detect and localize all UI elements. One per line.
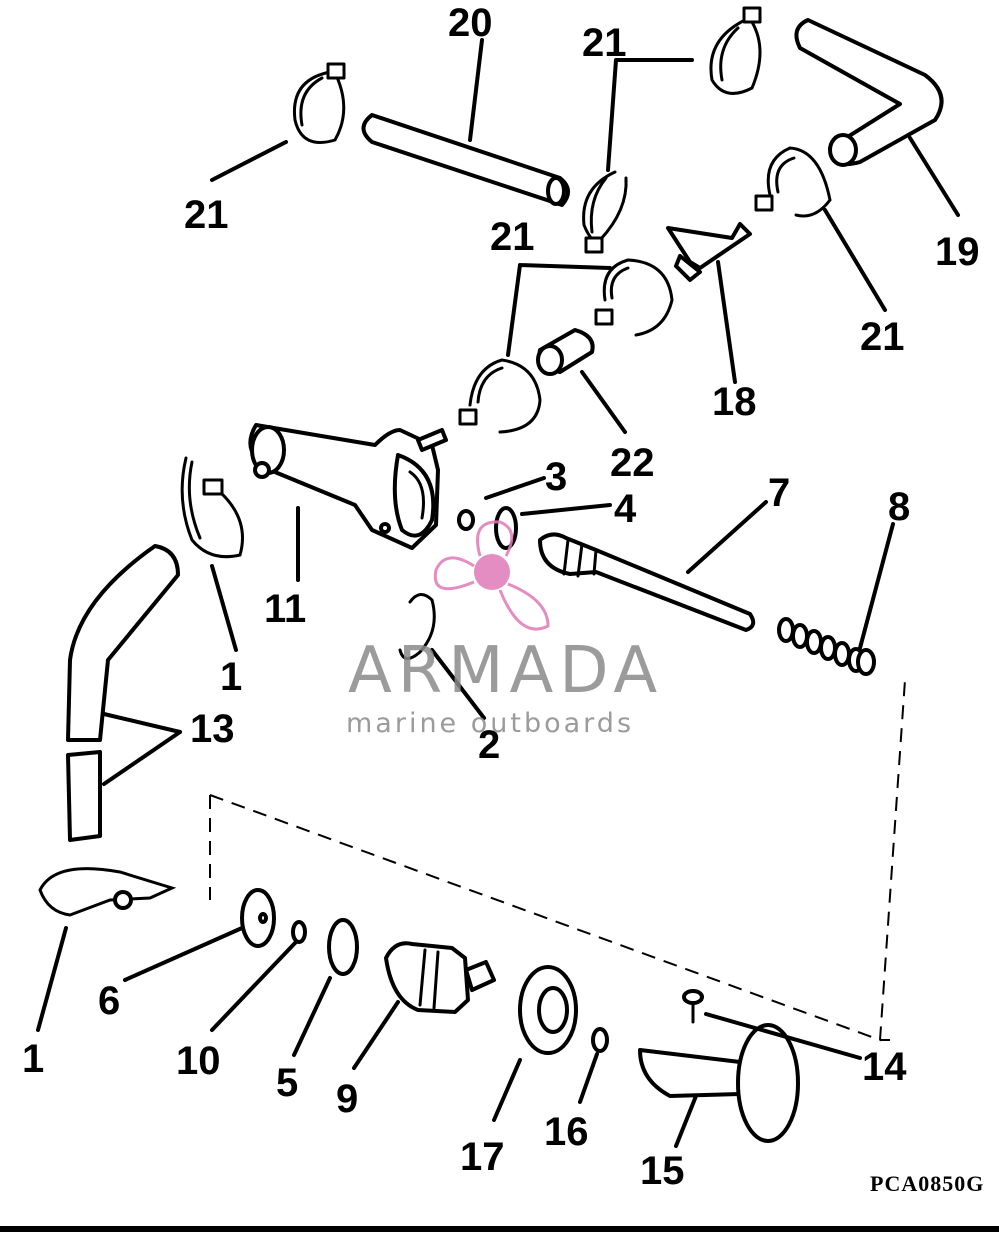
callout-10: 10 <box>176 1039 221 1083</box>
part-8-spring <box>777 617 876 676</box>
part-1-strap-lower <box>38 867 177 917</box>
callout-1: 1 <box>220 655 242 699</box>
part-2-snap-ring <box>398 593 436 660</box>
callout-5: 5 <box>276 1061 298 1105</box>
watermark-tagline: marine outboards <box>346 708 634 739</box>
callout-21: 21 <box>582 21 627 65</box>
assembly-dashed-outline <box>209 679 906 1042</box>
part-17-seal <box>518 965 578 1055</box>
part-9-fitting <box>384 941 496 1014</box>
part-7-shaft <box>538 532 756 632</box>
callout-21: 21 <box>490 215 535 259</box>
part-20-hose <box>361 113 570 207</box>
callout-19: 19 <box>935 230 980 274</box>
part-13-hose-upper <box>66 544 180 742</box>
part-19-bent-hose <box>794 18 944 167</box>
part-21-clamp-center <box>582 170 628 254</box>
part-1-clamp-upper <box>180 456 244 559</box>
callout-22: 22 <box>610 441 655 485</box>
part-14-screw <box>682 989 704 1024</box>
part-3-o-ring <box>457 509 475 531</box>
watermark-brand: ARMADA <box>348 634 663 708</box>
callout-20: 20 <box>448 1 493 45</box>
callout-14: 14 <box>862 1045 907 1089</box>
callout-2: 2 <box>478 723 500 767</box>
callout-11: 11 <box>264 587 306 631</box>
bottom-rule <box>0 1226 999 1232</box>
callout-17: 17 <box>460 1135 505 1179</box>
part-5-o-ring <box>327 918 359 976</box>
part-11-housing <box>248 423 448 550</box>
callout-15: 15 <box>640 1149 685 1193</box>
diagram-code: PCA0850G <box>870 1171 984 1196</box>
part-13-hose-lower <box>66 750 102 842</box>
callout-3: 3 <box>545 455 567 499</box>
part-6-washer <box>240 888 276 948</box>
callout-6: 6 <box>98 979 120 1023</box>
callout-21: 21 <box>184 193 229 237</box>
callout-21: 21 <box>860 315 905 359</box>
callout-13: 13 <box>190 707 235 751</box>
callout-16: 16 <box>544 1110 589 1154</box>
callout-18: 18 <box>712 380 757 424</box>
part-4-o-ring <box>494 506 518 550</box>
part-21-clamp-right <box>754 146 832 218</box>
callout-9: 9 <box>336 1077 358 1121</box>
part-16-o-ring <box>591 1027 609 1053</box>
propeller-logo <box>433 520 550 631</box>
callouts: 20 21 21 21 21 21 19 18 22 3 4 11 7 8 1 … <box>22 1 980 1193</box>
watermark: ARMADA marine outboards <box>346 520 663 739</box>
part-22-coupling <box>536 328 595 376</box>
part-21-clamp-top-center <box>709 6 762 95</box>
callout-4: 4 <box>614 487 637 531</box>
part-21-clamp-mid <box>594 258 674 337</box>
part-18-t-fitting <box>666 222 752 282</box>
callout-7: 7 <box>768 471 790 515</box>
callout-8: 8 <box>888 485 910 529</box>
part-21-clamp-lower <box>458 358 542 434</box>
leader-lines <box>36 38 960 1148</box>
callout-1: 1 <box>22 1037 44 1081</box>
part-15-plunger-knob <box>638 1023 800 1143</box>
part-10-o-ring <box>291 920 307 944</box>
part-21-clamp-upper-left <box>292 62 346 144</box>
